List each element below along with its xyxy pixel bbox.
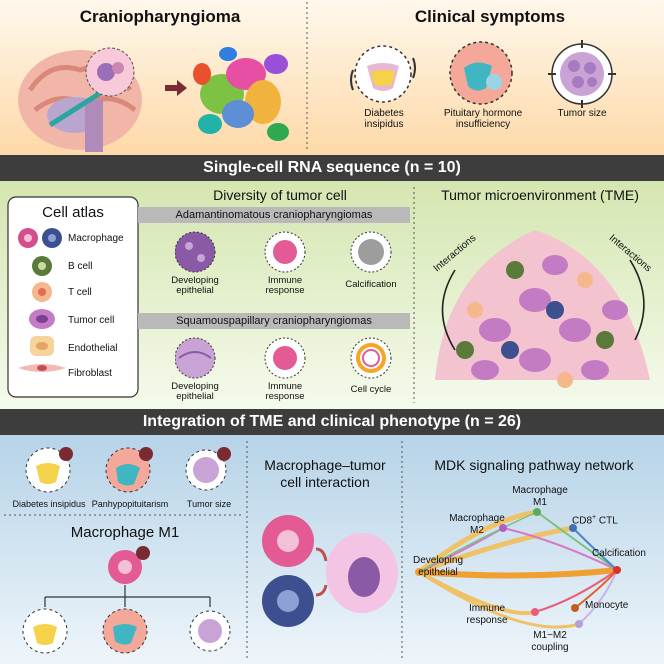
decrease-arrow-icon [139, 447, 153, 461]
mdk-network [415, 508, 621, 629]
mdk-node-label: Monocyte [585, 600, 629, 611]
mdk-node-label: M2 [470, 525, 484, 536]
atlas-label: B cell [68, 261, 93, 272]
symptom-label: Pituitary hormone insufficiency [443, 108, 523, 130]
interaction-title-line1: Macrophage–tumor [264, 457, 386, 473]
acp-label: Adamantinomatous craniopharyngiomas [138, 207, 410, 223]
developing-epithelial-icon [175, 337, 216, 379]
atlas-label: Macrophage [68, 233, 124, 244]
node-macrophage-m1 [533, 508, 541, 516]
network-edge [417, 570, 581, 629]
mdk-node-label: M1 [533, 497, 547, 508]
acp-icons [175, 231, 392, 273]
tme-title: Tumor microenvironment (TME) [441, 187, 639, 203]
brain-illustration [18, 47, 142, 152]
mdk-node-label: Macrophage [512, 485, 568, 496]
network-edge [534, 569, 618, 613]
integration-section-header: Integration of TME and clinical phenotyp… [0, 409, 664, 435]
progression-arrow-icon [165, 80, 187, 96]
integration-label: Panhypopituitarism [91, 499, 169, 509]
symptom-label: Tumor size [557, 108, 607, 119]
acp-item-label: Calcification [345, 279, 397, 290]
node-calcification [613, 566, 621, 574]
cell-atlas-icons [18, 228, 66, 372]
pituitary-icon [449, 41, 513, 105]
clinical-symptoms-title: Clinical symptoms [414, 7, 566, 26]
node-m1-m2-coupling [575, 620, 583, 628]
cell-atlas-title: Cell atlas [42, 204, 104, 221]
mdk-node-label: Macrophage [449, 513, 505, 524]
pcp-item-label: Cell cycle [350, 384, 392, 395]
network-edge [572, 527, 618, 571]
mdk-node-label: coupling [531, 642, 569, 653]
macrophage-m1-title: Macrophage M1 [70, 524, 180, 541]
mdk-node-label: epithelial [418, 567, 458, 578]
node-developing-epithelial [415, 568, 423, 576]
node-monocyte [571, 604, 579, 612]
network-edge [416, 525, 576, 575]
mdk-node-label: response [466, 615, 508, 626]
cd8-tail: CTL [596, 515, 618, 527]
diabetes-insipidus-icon [350, 45, 416, 103]
increase-arrow-icon [136, 546, 150, 560]
pcp-item-label: Developing epithelial [171, 381, 219, 403]
node-macrophage-m2 [499, 524, 507, 532]
interaction-arrow-icon [441, 269, 456, 351]
right-arrow-icon [217, 447, 231, 461]
atlas-label: Endothelial [68, 343, 118, 354]
network-edge [578, 569, 618, 625]
symptom-label: Diabetes insipidus [364, 108, 404, 130]
mdk-node-label: M1−M2 [533, 630, 567, 641]
atlas-label: Tumor cell [68, 315, 115, 326]
network-edge [416, 509, 540, 575]
pcp-label: Squamouspapillary craniopharyngiomas [138, 313, 410, 329]
tumor-size-icon [548, 40, 616, 108]
acp-item-label: Developing epithelial [171, 275, 219, 297]
developing-epithelial-icon [175, 231, 216, 273]
scrna-section-header: Single-cell RNA sequence (n = 10) [0, 155, 664, 181]
cd8-sup: + [592, 514, 597, 521]
integration-symptom-icons [25, 447, 231, 493]
mdk-title: MDK signaling pathway network [434, 457, 634, 473]
network-edge [536, 511, 618, 571]
integration-label: Diabetes insipidus [12, 499, 86, 509]
network-edge [416, 567, 620, 579]
pcp-icons [175, 337, 392, 379]
mdk-node-label: Immune [468, 603, 506, 614]
macrophage-tumor-illustration [262, 515, 398, 627]
atlas-label: Fibroblast [68, 368, 112, 379]
network-edge [418, 511, 538, 573]
acp-item-label: Immune response [265, 275, 305, 297]
mdk-node-label: Calcification [592, 548, 646, 559]
interaction-title-line2: cell interaction [280, 474, 370, 490]
mdk-node-label: CD8+ CTL [572, 514, 642, 526]
single-cell-cluster-map [193, 47, 289, 141]
cd8-label: CD8 [572, 515, 593, 527]
craniopharyngioma-title: Craniopharyngioma [79, 7, 241, 26]
interaction-arrow-icon [629, 259, 645, 341]
network-edge [502, 527, 618, 571]
pcp-item-label: Immune response [265, 381, 305, 403]
tme-illustration [435, 230, 650, 388]
diversity-title: Diversity of tumor cell [213, 187, 347, 203]
integration-label: Tumor size [186, 499, 232, 509]
node-immune-response [531, 608, 539, 616]
atlas-label: T cell [68, 287, 92, 298]
increase-arrow-icon [59, 447, 73, 461]
macrophage-m1-tree [22, 546, 231, 654]
mdk-node-label: Developing [412, 555, 464, 566]
node-cd8-ctl [569, 524, 577, 532]
